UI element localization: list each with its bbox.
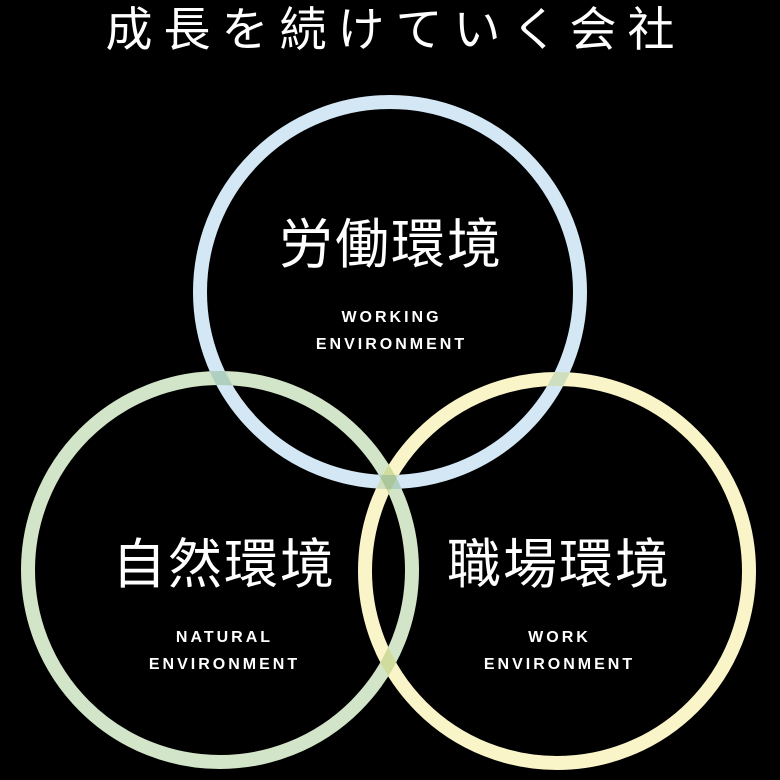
- work-environment-en-line2: ENVIRONMENT: [483, 656, 636, 673]
- working-environment-en-line2: ENVIRONMENT: [315, 336, 468, 353]
- natural-environment-title-en: NATURAL ENVIRONMENT: [63, 624, 383, 678]
- work-environment-en-line1: WORK: [528, 629, 591, 646]
- natural-environment-title-ja: 自然環境: [112, 535, 336, 595]
- natural-environment-en-line2: ENVIRONMENT: [148, 656, 301, 673]
- natural-environment-en-line1: NATURAL: [175, 629, 274, 646]
- work-environment-title-ja: 職場環境: [447, 535, 671, 595]
- work-environment-title-en: WORK ENVIRONMENT: [398, 624, 718, 678]
- working-environment-en-line1: WORKING: [341, 309, 442, 326]
- working-environment-label: 労働環境 WORKING ENVIRONMENT: [230, 217, 550, 358]
- page-title: 成長を続けていく会社: [105, 3, 686, 56]
- natural-environment-label: 自然環境 NATURAL ENVIRONMENT: [63, 537, 383, 678]
- work-environment-label: 職場環境 WORK ENVIRONMENT: [398, 537, 718, 678]
- working-environment-title-ja: 労働環境: [279, 215, 503, 275]
- working-environment-title-en: WORKING ENVIRONMENT: [230, 304, 550, 358]
